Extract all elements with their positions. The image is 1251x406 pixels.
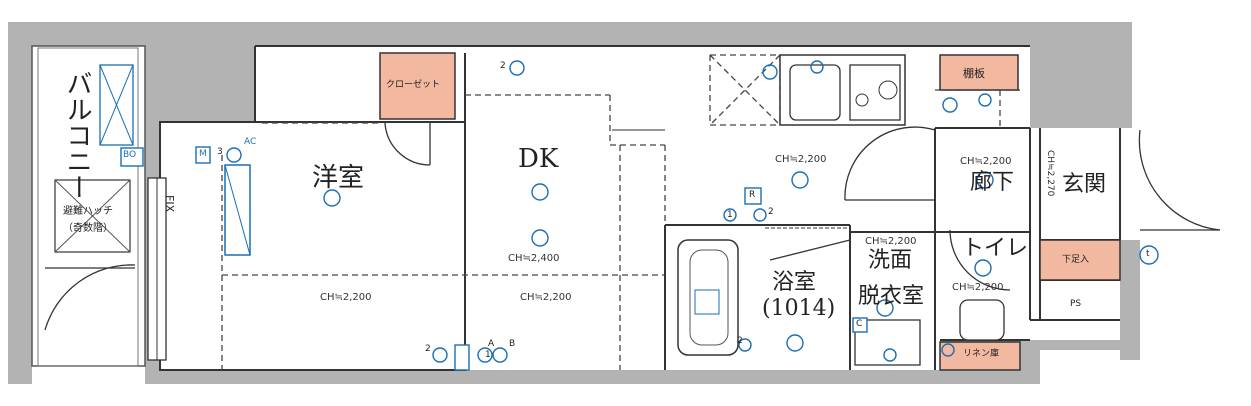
fix-label: FIX <box>163 195 176 213</box>
ch-entrance: CH≒2,270 <box>1045 150 1055 197</box>
bathtub <box>677 239 739 356</box>
shelf-label: 棚板 <box>963 67 985 80</box>
ch-dk-main: CH≒2,400 <box>508 253 560 264</box>
m-label: M <box>199 149 207 159</box>
num-2b-label: 2 <box>500 61 506 71</box>
ch-washroom: CH≒2,200 <box>865 236 917 247</box>
room-label-bathroom-size: (1014) <box>762 296 836 321</box>
closet-box <box>379 52 456 120</box>
shelf-box <box>939 54 1019 91</box>
balcony-door-swing <box>44 264 136 331</box>
ch-kitchen: CH≒2,200 <box>775 154 827 165</box>
num-2c-label: 2 <box>425 344 431 354</box>
bath-door-swing <box>769 239 851 261</box>
linen-label: リネン庫 <box>963 349 1000 359</box>
room-label-toilet: トイレ <box>962 236 1029 261</box>
c-label: C <box>856 319 863 329</box>
hall-door-swing <box>844 126 936 201</box>
closet-door-swing <box>384 122 431 166</box>
bo-label: BO <box>123 150 137 160</box>
evac-hatch-note: （奇数階） <box>63 223 113 234</box>
shoe-box-label: 下足入 <box>1062 255 1090 265</box>
ch-western-main: CH≒2,200 <box>320 292 372 303</box>
room-label-washroom-2: 脱衣室 <box>858 284 925 309</box>
room-label-hallway: 廊下 <box>970 170 1015 195</box>
ch-hallway: CH≒2,200 <box>960 156 1012 167</box>
entrance-door-swing <box>1138 129 1221 231</box>
closet-label: クローゼット <box>386 80 441 90</box>
shoe-box <box>1039 239 1121 281</box>
num-1-label: 1 <box>727 210 733 220</box>
a-label: A <box>488 339 495 349</box>
num-2-label: 2 <box>768 207 774 217</box>
stove <box>849 64 901 121</box>
toilet-door-swing <box>949 229 1011 291</box>
room-label-dk: DK <box>518 144 559 174</box>
room-label-bathroom: 浴室 <box>772 270 817 295</box>
room-label-entrance: 玄関 <box>1062 172 1107 197</box>
r-label: R <box>749 190 756 200</box>
ch-dk-lower: CH≒2,200 <box>520 292 572 303</box>
evac-hatch-label: 避難ハッチ <box>63 206 113 217</box>
ch-toilet: CH≒2,200 <box>952 282 1004 293</box>
room-label-western: 洋室 <box>312 163 365 193</box>
num-2d-label: 2 <box>737 336 743 346</box>
room-label-washroom-1: 洗面 <box>868 248 913 273</box>
b-label: B <box>509 339 516 349</box>
ps-label: PS <box>1070 299 1082 309</box>
num-1b-label: 1 <box>485 350 491 360</box>
num-3-label: 3 <box>217 147 223 157</box>
room-label-balcony: バルコニー <box>62 70 92 200</box>
t-label: t <box>1146 249 1150 259</box>
ac-label: AC <box>244 137 257 147</box>
